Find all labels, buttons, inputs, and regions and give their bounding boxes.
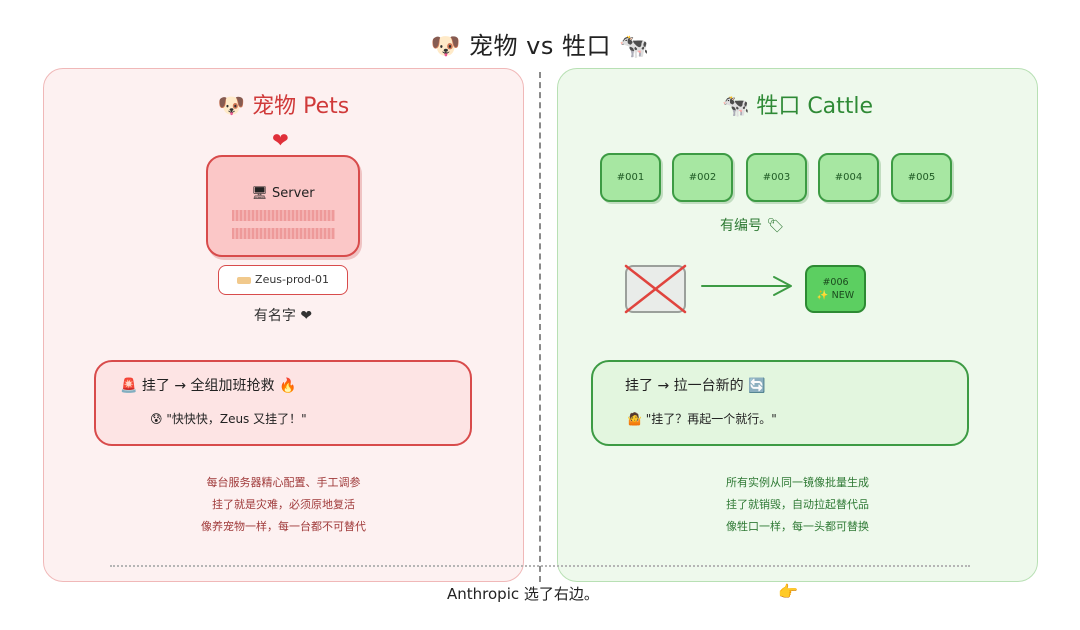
cattle-callout-quote: 🤷 "挂了？再起一个就行。": [627, 412, 777, 426]
instance-box: #004: [818, 153, 879, 202]
cattle-title: 🐄 牲口 Cattle: [721, 94, 874, 119]
pets-panel: [43, 68, 524, 582]
pets-callout-quote: 😰 "快快快，Zeus 又挂了！": [150, 412, 307, 426]
cattle-note: 挂了就销毁，自动拉起替代品: [726, 498, 869, 511]
arrow-icon: [701, 276, 792, 296]
cattle-callout: [591, 360, 969, 446]
bottom-divider: [110, 565, 970, 567]
cattle-note: 像牲口一样，每一头都可替换: [726, 520, 869, 533]
pets-callout: [94, 360, 472, 446]
named-caption: 有名字 ❤: [253, 308, 313, 324]
cattle-callout-title: 挂了 → 拉一台新的 🔄: [625, 378, 766, 394]
new-instance-label: ✨ NEW: [816, 290, 855, 301]
tag-icon: [237, 276, 252, 284]
pets-notes: 每台服务器精心配置、手工调参 挂了就是灾难，必须原地复活 像养宠物一样，每一台都…: [43, 472, 524, 538]
pointing-hand-icon: 👉: [778, 582, 798, 601]
server-box: [206, 155, 360, 257]
server-stripe: [232, 210, 335, 221]
name-tag: Zeus-prod-01: [218, 265, 348, 295]
diagram-title: 🐶 宠物 vs 牲口 🐄: [430, 32, 650, 60]
heart-icon: ❤: [272, 128, 289, 152]
cattle-notes: 所有实例从同一镜像批量生成 挂了就销毁，自动拉起替代品 像牲口一样，每一头都可替…: [557, 472, 1038, 538]
numbered-caption: 有编号 🏷: [720, 218, 785, 234]
instance-box: #002: [672, 153, 733, 202]
pets-title: 🐶 宠物 Pets: [217, 94, 350, 119]
new-instance-box: #006 ✨ NEW: [805, 265, 866, 313]
server-stripe: [232, 228, 335, 239]
instance-box: #001: [600, 153, 661, 202]
name-tag-label: Zeus-prod-01: [255, 273, 329, 286]
pets-callout-title: 🚨 挂了 → 全组加班抢救 🔥: [120, 378, 297, 394]
center-divider: [539, 72, 541, 582]
footer-text: Anthropic 选了右边。: [447, 585, 599, 603]
pets-note: 像养宠物一样，每一台都不可替代: [201, 520, 366, 533]
pets-note: 每台服务器精心配置、手工调参: [206, 476, 361, 489]
server-label: 🖥 Server: [251, 186, 315, 201]
instance-box: #005: [891, 153, 952, 202]
cattle-note: 所有实例从同一镜像批量生成: [726, 476, 869, 489]
instance-box: #003: [746, 153, 807, 202]
pets-note: 挂了就是灾难，必须原地复活: [212, 498, 355, 511]
new-instance-id: #006: [822, 277, 849, 288]
cross-icon: [624, 264, 687, 314]
